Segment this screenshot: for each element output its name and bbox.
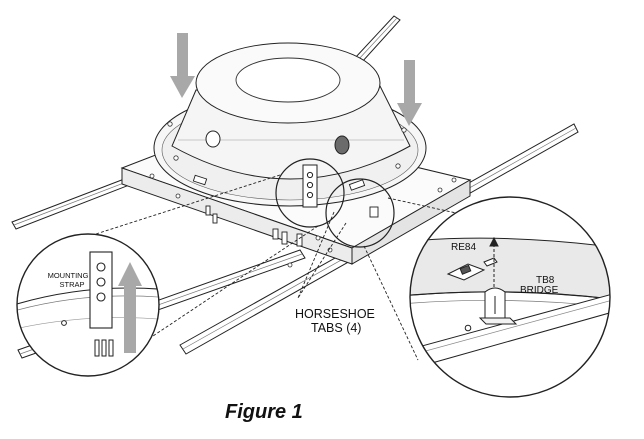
rail-upper-right — [354, 15, 401, 63]
tb8-bridge-tab — [478, 287, 518, 325]
slide-up-arrow — [118, 262, 142, 353]
detail-circle-tb8-bridge: RE84 TB8 BRIDGE — [409, 196, 611, 398]
horseshoe-label-line2: TABS (4) — [311, 321, 361, 335]
tb8-label-line1: TB8 — [536, 275, 555, 286]
figure-caption: Figure 1 — [225, 401, 303, 423]
mounting-strap-closeup — [89, 251, 113, 329]
speaker-can — [153, 42, 427, 218]
tb8-label-line2: BRIDGE — [520, 285, 559, 296]
horseshoe-label-line1: HORSESHOE — [295, 307, 375, 321]
mounting-strap — [302, 164, 318, 208]
strap-tab-prongs — [94, 339, 114, 357]
detail-circle-mounting-strap: MOUNTING STRAP — [16, 233, 160, 377]
mounting-strap-label-line2: STRAP — [59, 280, 84, 289]
detail-marker-strap — [275, 158, 345, 228]
mounting-strap-label-line1: MOUNTING — [48, 271, 89, 280]
insert-arrow-right — [397, 60, 422, 126]
re84-label: RE84 — [451, 242, 476, 253]
detail-marker-bridge — [325, 178, 395, 248]
insert-arrow-left — [170, 33, 195, 98]
insert-path-arrow — [489, 236, 499, 292]
